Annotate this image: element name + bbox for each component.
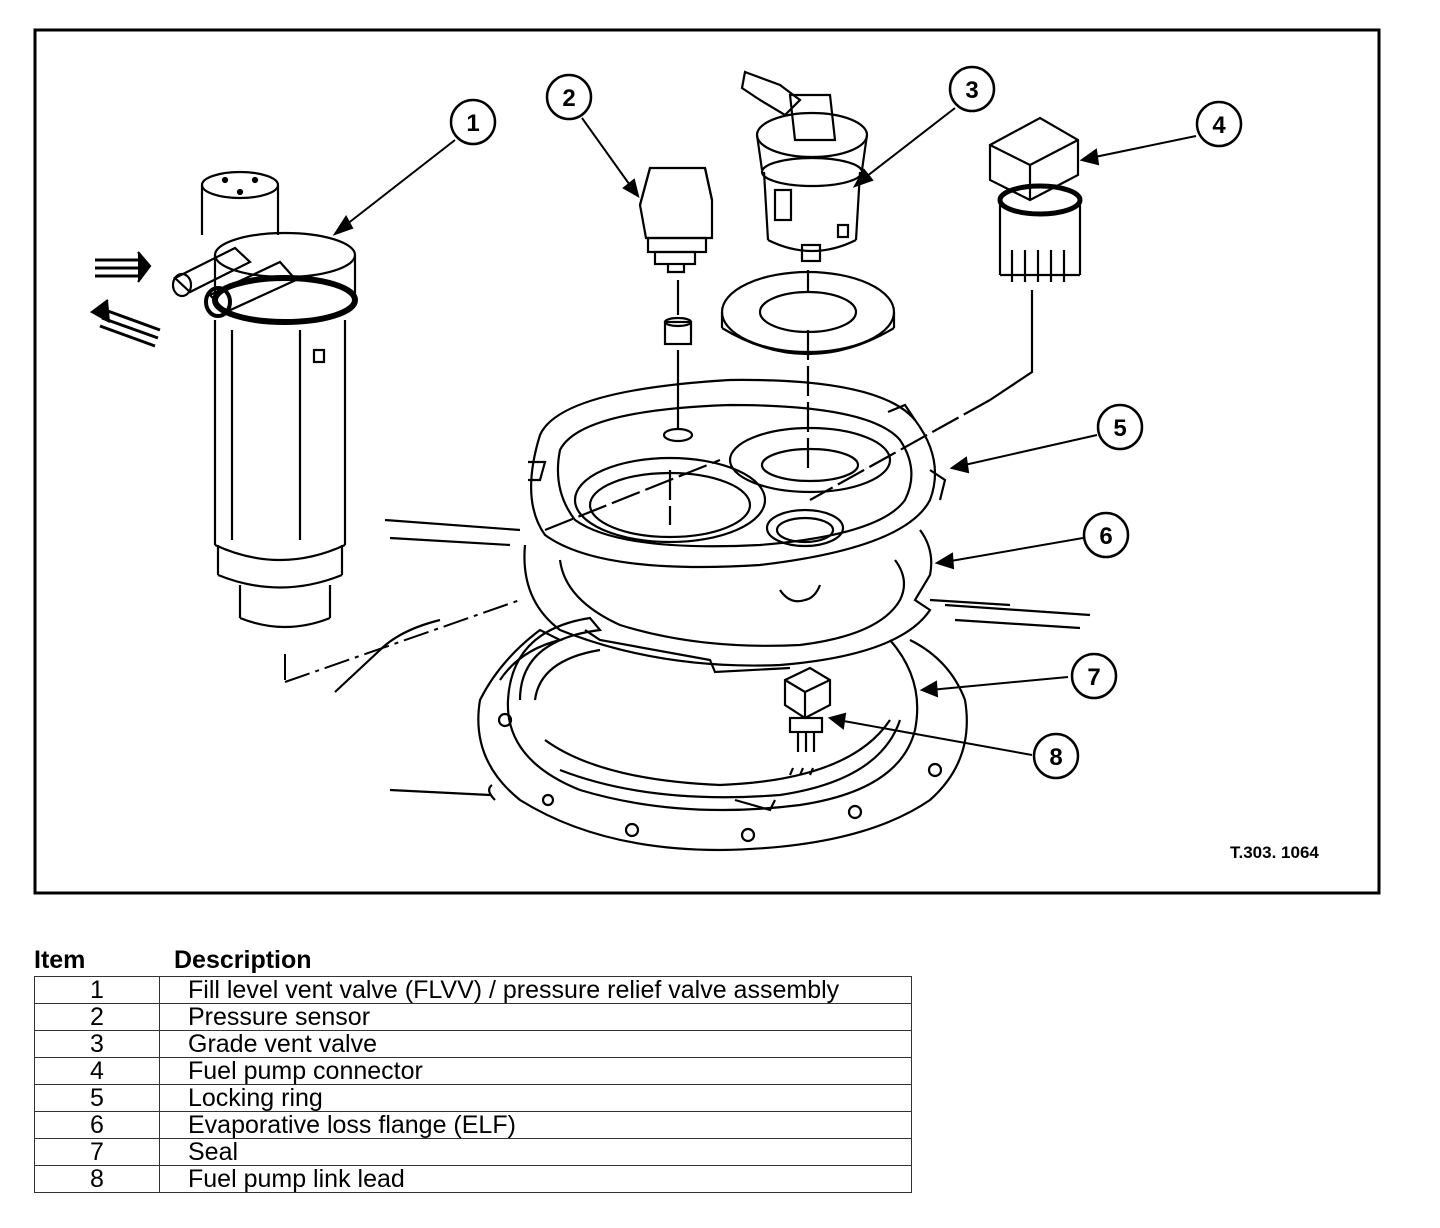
callout-2: 2 bbox=[545, 73, 593, 121]
svg-text:5: 5 bbox=[1113, 415, 1126, 442]
legend-row: 2 Pressure sensor bbox=[34, 1003, 912, 1031]
fuel-pump-connector-drawing bbox=[809, 116, 1083, 501]
flvv-assembly-drawing bbox=[89, 170, 358, 629]
legend-row: 3 Grade vent valve bbox=[34, 1030, 912, 1058]
locking-ring-and-flange-drawing bbox=[334, 378, 1091, 693]
figure-reference: T.303. 1064 bbox=[1230, 843, 1319, 862]
description-column-header: Description bbox=[174, 946, 312, 974]
svg-text:3: 3 bbox=[965, 77, 978, 104]
svg-text:2: 2 bbox=[562, 85, 575, 112]
exploded-diagram: 1 2 3 4 5 6 7 8 T.303. 1064 bbox=[33, 28, 1381, 895]
item-description: Fuel pump link lead bbox=[159, 1165, 912, 1193]
legend-row: 5 Locking ring bbox=[34, 1084, 912, 1112]
item-number: 8 bbox=[34, 1165, 160, 1193]
callout-3: 3 bbox=[948, 65, 996, 113]
callout-5: 5 bbox=[1096, 403, 1144, 451]
svg-text:7: 7 bbox=[1087, 664, 1100, 691]
callout-8: 8 bbox=[1032, 732, 1080, 780]
pressure-sensor-drawing bbox=[638, 166, 714, 443]
item-description: Fuel pump connector bbox=[159, 1057, 912, 1085]
legend-table: 1 Fill level vent valve (FLVV) / pressur… bbox=[34, 976, 912, 1193]
item-number: 1 bbox=[34, 976, 160, 1004]
item-description: Seal bbox=[159, 1138, 912, 1166]
legend-row: 1 Fill level vent valve (FLVV) / pressur… bbox=[34, 976, 912, 1004]
legend-row: 8 Fuel pump link lead bbox=[34, 1165, 912, 1193]
leader-lines bbox=[332, 107, 1197, 756]
svg-text:6: 6 bbox=[1099, 523, 1112, 550]
legend-row: 4 Fuel pump connector bbox=[34, 1057, 912, 1085]
item-number: 6 bbox=[34, 1111, 160, 1139]
item-description: Fill level vent valve (FLVV) / pressure … bbox=[159, 976, 912, 1004]
item-description: Evaporative loss flange (ELF) bbox=[159, 1111, 912, 1139]
svg-text:4: 4 bbox=[1212, 112, 1226, 139]
legend: Item Description 1 Fill level vent valve… bbox=[34, 944, 914, 1193]
callout-7: 7 bbox=[1070, 652, 1118, 700]
callout-6: 6 bbox=[1082, 511, 1130, 559]
item-description: Locking ring bbox=[159, 1084, 912, 1112]
item-number: 7 bbox=[34, 1138, 160, 1166]
svg-text:8: 8 bbox=[1049, 744, 1062, 771]
item-description: Grade vent valve bbox=[159, 1030, 912, 1058]
figure-frame bbox=[33, 28, 1381, 895]
item-number: 4 bbox=[34, 1057, 160, 1085]
item-number: 5 bbox=[34, 1084, 160, 1112]
grade-vent-valve-drawing bbox=[720, 70, 896, 470]
legend-row: 6 Evaporative loss flange (ELF) bbox=[34, 1111, 912, 1139]
item-column-header: Item bbox=[34, 946, 86, 974]
item-description: Pressure sensor bbox=[159, 1003, 912, 1031]
callout-1: 1 bbox=[449, 98, 497, 146]
item-number: 2 bbox=[34, 1003, 160, 1031]
legend-header: Item Description bbox=[34, 944, 914, 976]
svg-text:1: 1 bbox=[466, 110, 479, 137]
callout-4: 4 bbox=[1195, 100, 1243, 148]
seal-and-link-lead-drawing bbox=[389, 616, 968, 852]
legend-row: 7 Seal bbox=[34, 1138, 912, 1166]
item-number: 3 bbox=[34, 1030, 160, 1058]
